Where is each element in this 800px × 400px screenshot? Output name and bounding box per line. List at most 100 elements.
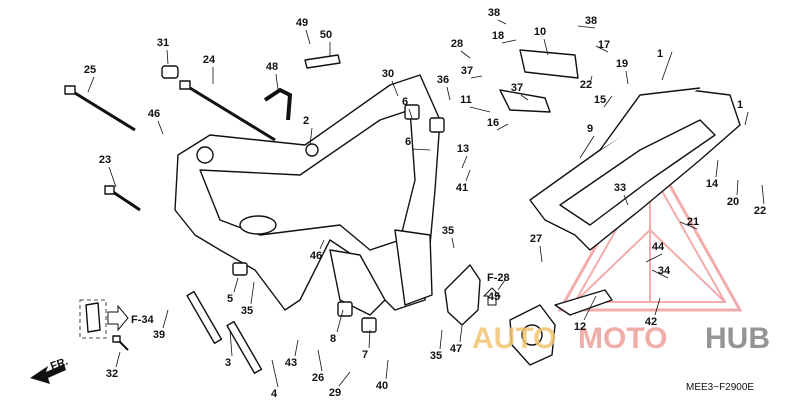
leader-line [271, 359, 279, 388]
rear-subframe [529, 87, 741, 251]
reference-arrow-f34: F-34 [107, 304, 155, 332]
leader-line [336, 309, 344, 333]
leader-line [460, 50, 471, 59]
leader-line [385, 359, 389, 380]
leader-line [275, 73, 279, 91]
callout-label-37: 37 [511, 82, 523, 94]
callout-label-30: 30 [382, 68, 394, 80]
leader-line [645, 253, 663, 263]
callout-label-31: 31 [157, 37, 169, 49]
callout-label-35: 35 [241, 305, 253, 317]
leader-line [539, 245, 543, 263]
leader-line [162, 309, 169, 329]
leader-line [166, 49, 169, 65]
callout-label-48: 48 [266, 61, 278, 73]
callout-label-9: 9 [587, 123, 593, 135]
leader-line [501, 39, 517, 44]
callout-label-43: 43 [285, 357, 297, 369]
callout-label-7: 7 [362, 349, 368, 361]
reference-label-f34: F-34 [131, 314, 155, 326]
leader-line [623, 194, 629, 206]
callout-label-18: 18 [492, 30, 504, 42]
leader-line [319, 239, 325, 250]
leader-line [338, 371, 351, 387]
callout-label-24: 24 [203, 54, 216, 66]
callout-label-21: 21 [687, 216, 699, 228]
leader-line [651, 269, 669, 279]
leader-line [595, 45, 609, 53]
leader-line [469, 106, 491, 113]
callout-label-44: 44 [652, 241, 665, 253]
callout-label-20: 20 [727, 196, 739, 208]
leader-line [744, 111, 749, 126]
plate-45 [509, 304, 556, 366]
leader-line [736, 179, 739, 196]
callout-label-35: 35 [442, 225, 454, 237]
callout-label-33: 33 [614, 182, 626, 194]
callout-label-32: 32 [106, 368, 118, 380]
callout-label-3: 3 [225, 357, 231, 369]
callout-label-11: 11 [460, 94, 472, 106]
callout-label-46: 46 [310, 250, 322, 262]
leader-line [461, 155, 468, 169]
callout-label-38: 38 [488, 7, 500, 19]
leader-line [411, 148, 431, 151]
leader-line [439, 329, 443, 350]
leader-line [459, 325, 463, 343]
callout-label-1: 1 [737, 99, 743, 111]
leader-line [543, 38, 549, 56]
callout-label-22: 22 [754, 205, 766, 217]
bracket-12 [554, 289, 613, 316]
callout-label-47: 47 [450, 343, 462, 355]
leader-line [497, 279, 506, 291]
screw-32 [112, 335, 129, 351]
leader-line [715, 159, 719, 178]
callout-label-39: 39 [153, 329, 165, 341]
bar-4 [226, 320, 263, 374]
callout-label-38: 38 [585, 15, 597, 27]
bolt-24 [179, 80, 276, 142]
collars-5-6 [232, 104, 445, 333]
callout-label-46: 46 [148, 108, 160, 120]
connector-bracket [79, 299, 107, 339]
callout-labels: 1123456678910111213141516171819202122222… [84, 7, 766, 400]
callout-label-35: 35 [430, 350, 442, 362]
callout-label-10: 10 [534, 26, 546, 38]
leader-line [368, 329, 371, 349]
callout-label-22: 22 [580, 79, 592, 91]
plate-47 [444, 264, 481, 326]
bracket-10 [519, 49, 579, 79]
callout-label-29: 29 [329, 387, 341, 399]
leader-line [661, 51, 673, 81]
front-direction-arrow: FR. [30, 355, 70, 384]
leader-line [589, 75, 593, 85]
watermark-hub: HUB [705, 322, 770, 355]
bolt-25 [64, 85, 136, 132]
bolt-23 [104, 185, 141, 212]
callout-label-37: 37 [461, 65, 473, 77]
front-direction-label: FR. [49, 355, 70, 372]
callout-label-5: 5 [227, 293, 233, 305]
leader-line [577, 25, 596, 29]
callout-label-23: 23 [99, 154, 111, 166]
leader-line [305, 29, 311, 45]
callout-label-1: 1 [657, 48, 663, 60]
leader-line [583, 295, 597, 321]
callout-label-4: 4 [271, 388, 278, 400]
hose-48 [263, 87, 293, 121]
leader-line [496, 123, 509, 131]
callout-label-15: 15 [594, 94, 606, 106]
callout-label-13: 13 [457, 143, 469, 155]
leader-line [520, 94, 529, 101]
leader-line [451, 237, 455, 249]
callout-label-26: 26 [312, 372, 324, 384]
reference-label-f28: F-28 [487, 272, 510, 284]
callout-label-16: 16 [487, 117, 499, 129]
leader-line [603, 95, 613, 108]
leader-line [470, 75, 483, 79]
callout-label-41: 41 [456, 182, 468, 194]
leader-line [497, 19, 507, 25]
leader-line [229, 329, 233, 357]
leader-line [115, 351, 121, 368]
